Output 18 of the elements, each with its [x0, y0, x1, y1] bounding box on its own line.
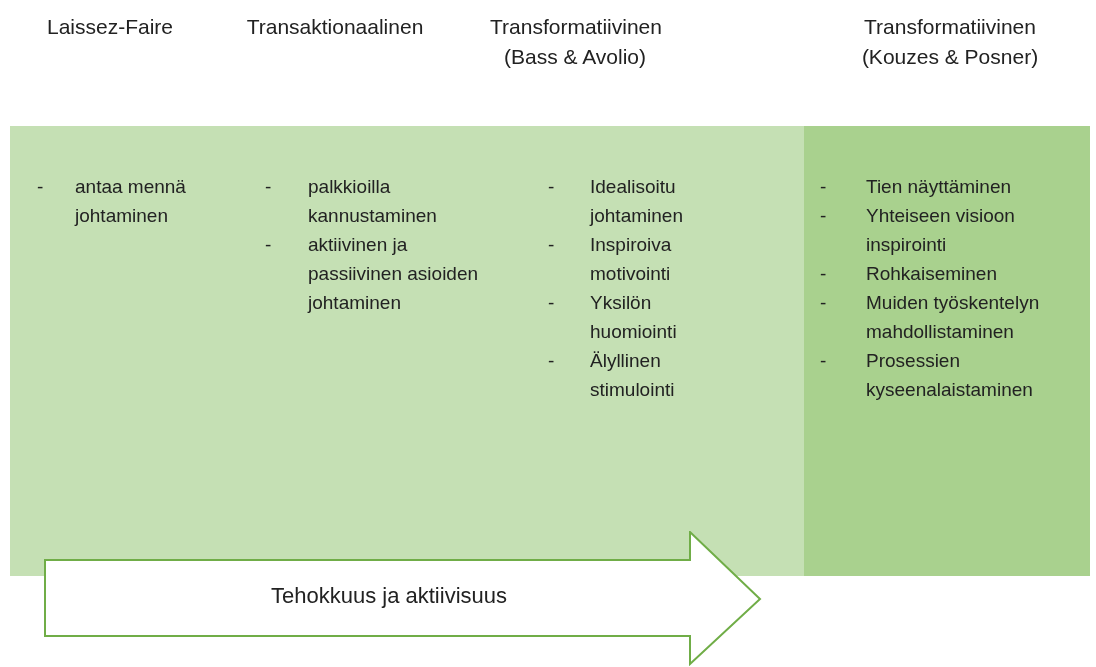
column-heading: Transaktionaalinen — [245, 14, 425, 40]
list-item: - Prosessien kyseenalaistaminen — [820, 349, 1034, 402]
band-panel — [804, 126, 1090, 576]
column-heading: Transformatiivinen (Kouzes & Posner) — [860, 14, 1040, 70]
list-item: - Rohkaiseminen — [820, 262, 998, 286]
list-item: - Muiden työskentelyn mahdollistaminen — [820, 291, 1041, 344]
list-item: - aktiivinen ja passiivinen asioiden johtaminen — [265, 233, 480, 315]
list-item: - Tien näyttäminen — [820, 175, 1013, 199]
list-item: - Idealisoitu johtaminen — [548, 175, 684, 228]
list-item: - Inspiroiva motivointi — [548, 233, 673, 286]
column-heading: Laissez-Faire — [45, 14, 174, 40]
list-item: - Yksilön huomiointi — [548, 291, 678, 344]
list-item: - antaa mennä johtaminen — [37, 175, 187, 228]
list-item: - Yhteiseen visioon inspirointi — [820, 204, 1016, 257]
list-item: - Älyllinen stimulointi — [548, 349, 676, 402]
arrow-label: Tehokkuus ja aktiivisuus — [270, 583, 508, 609]
band-panel — [10, 126, 804, 576]
column-heading: Transformatiivinen (Bass & Avolio) — [490, 14, 660, 70]
